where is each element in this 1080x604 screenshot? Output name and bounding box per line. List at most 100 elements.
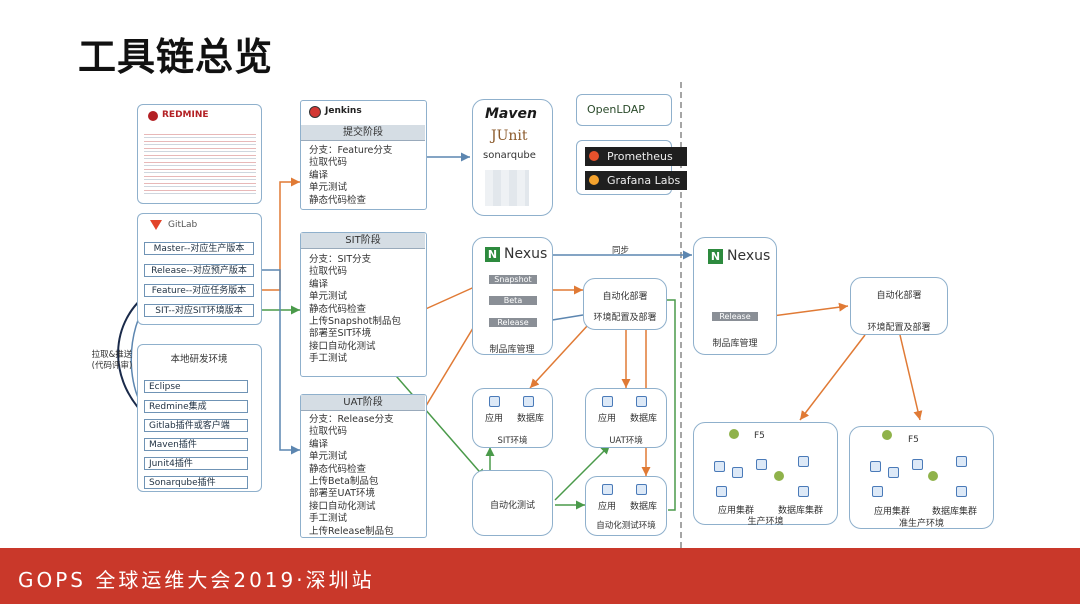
app-server-icon xyxy=(912,459,923,470)
openldap-panel: OpenLDAP xyxy=(576,94,672,126)
database-icon xyxy=(636,484,647,495)
local-env-item: Eclipse xyxy=(144,380,248,393)
prod-env-label: 生产环境 xyxy=(747,517,784,527)
sit-stage-steps: 分支：SIT分支 拉取代码 编译 单元测试 静态代码检查 上传Snapshot制… xyxy=(309,254,401,365)
uat-stage-panel: UAT阶段 分支：Release分支 拉取代码 编译 单元测试 静态代码检查 上… xyxy=(300,394,427,538)
local-env-panel: 本地研发环境 Eclipse Redmine集成 Gitlab插件或客户端 Ma… xyxy=(137,344,262,492)
grafana-icon xyxy=(589,175,599,185)
page-title: 工具链总览 xyxy=(78,35,274,79)
auto-test-panel: 自动化测试 xyxy=(472,470,553,536)
preprod-env-label: 准生产环境 xyxy=(898,519,944,529)
preprod-db-cluster: 数据库集群 xyxy=(932,507,978,517)
database-icon xyxy=(523,396,534,407)
local-env-item: Sonarqube插件 xyxy=(144,476,248,489)
uat-env-label: UAT环境 xyxy=(609,436,643,446)
branch-release[interactable]: Release--对应预产版本 xyxy=(144,264,254,277)
local-env-item: Maven插件 xyxy=(144,438,248,451)
auto-deploy-right-title: 自动化部署 xyxy=(876,291,922,301)
commit-stage-title: 提交阶段 xyxy=(301,125,425,141)
sit-stage-title: SIT阶段 xyxy=(301,233,425,249)
nexus-right-label: 制品库管理 xyxy=(712,339,758,349)
preprod-f5-label: F5 xyxy=(908,435,919,445)
prod-db-cluster: 数据库集群 xyxy=(778,506,824,516)
sonarqube-logo: sonarqube xyxy=(483,150,536,161)
prod-env-panel: F5 应用集群 数据库集群 生产环境 xyxy=(693,422,838,527)
auto-deploy-right: 自动化部署 环境配置及部署 xyxy=(850,277,948,335)
uat-stage-steps: 分支：Release分支 拉取代码 编译 单元测试 静态代码检查 上传Beta制… xyxy=(309,414,394,537)
f5-icon xyxy=(882,430,892,440)
jenkins-icon xyxy=(309,106,321,118)
app-server-icon xyxy=(602,484,613,495)
maven-logo: Maven xyxy=(485,106,537,122)
auto-deploy-left: 自动化部署 环境配置及部署 xyxy=(583,278,667,330)
nexus-beta-bar: Beta xyxy=(489,296,537,305)
preprod-env-panel: F5 应用集群 数据库集群 准生产环境 xyxy=(849,426,994,529)
uat-env-app: 应用 xyxy=(598,414,617,424)
app-server-icon xyxy=(872,486,883,497)
app-server-icon xyxy=(732,467,743,478)
local-env-item: Junit4插件 xyxy=(144,457,248,470)
app-server-icon xyxy=(489,396,500,407)
uat-env-db: 数据库 xyxy=(630,414,658,424)
redmine-screenshot xyxy=(144,131,256,197)
switch-icon xyxy=(928,471,938,481)
auto-deploy-left-title: 自动化部署 xyxy=(602,292,648,302)
nexus-left-label: 制品库管理 xyxy=(489,345,535,355)
app-server-icon xyxy=(714,461,725,472)
gitlab-icon xyxy=(150,220,162,230)
nexus-right-release-bar: Release xyxy=(712,312,758,321)
commit-stage-steps: 分支：Feature分支 拉取代码 编译 单元测试 静态代码检查 xyxy=(309,145,393,206)
prometheus-icon xyxy=(589,151,599,161)
local-env-item: Redmine集成 xyxy=(144,400,248,413)
local-env-item: Gitlab插件或客户端 xyxy=(144,419,248,432)
f5-icon xyxy=(729,429,739,439)
uat-stage-title: UAT阶段 xyxy=(301,395,425,411)
uat-env-panel: 应用 数据库 UAT环境 xyxy=(585,388,667,448)
sit-stage-panel: SIT阶段 分支：SIT分支 拉取代码 编译 单元测试 静态代码检查 上传Sna… xyxy=(300,232,427,377)
redmine-panel: REDMINE xyxy=(137,104,262,204)
openldap-logo: OpenLDAP xyxy=(587,103,645,116)
merge-label: 拉取&推送 (代码评审) xyxy=(91,350,133,371)
nexus-snapshot-bar: Snapshot xyxy=(489,275,537,284)
app-server-icon xyxy=(870,461,881,472)
commit-stage-panel: Jenkins 提交阶段 分支：Feature分支 拉取代码 编译 单元测试 静… xyxy=(300,100,427,210)
auto-test-label: 自动化测试 xyxy=(489,501,535,511)
redmine-logo: REDMINE xyxy=(162,110,209,120)
database-icon xyxy=(956,486,967,497)
gitlab-panel: GitLab Master--对应生产版本 Release--对应预产版本 Fe… xyxy=(137,213,262,325)
database-icon xyxy=(956,456,967,467)
local-env-title: 本地研发环境 xyxy=(170,354,228,365)
auto-deploy-right-subtitle: 环境配置及部署 xyxy=(867,323,931,333)
branch-master[interactable]: Master--对应生产版本 xyxy=(144,242,254,255)
auto-test-env-panel: 应用 数据库 自动化测试环境 xyxy=(585,476,667,536)
footer-text: GOPS 全球运维大会2019·深圳站 xyxy=(18,568,375,592)
prod-f5-label: F5 xyxy=(754,431,765,441)
redmine-icon xyxy=(148,111,158,121)
monitoring-panel: Prometheus Grafana Labs xyxy=(576,140,687,195)
app-server-icon xyxy=(888,467,899,478)
footer-bar xyxy=(0,548,1080,604)
auto-test-env-app: 应用 xyxy=(598,502,617,512)
preprod-app-cluster: 应用集群 xyxy=(874,507,911,517)
sit-env-db: 数据库 xyxy=(517,414,545,424)
branch-sit[interactable]: SIT--对应SIT环境版本 xyxy=(144,304,254,317)
auto-test-env-db: 数据库 xyxy=(630,502,658,512)
database-icon xyxy=(798,486,809,497)
build-tools-panel: Maven JUnit sonarqube xyxy=(472,99,553,216)
nexus-icon: N xyxy=(708,248,723,264)
database-icon xyxy=(798,456,809,467)
gitlab-logo: GitLab xyxy=(168,220,198,230)
app-server-icon xyxy=(756,459,767,470)
nexus-release-bar: Release xyxy=(489,318,537,327)
sit-env-app: 应用 xyxy=(485,414,504,424)
auto-deploy-left-subtitle: 环境配置及部署 xyxy=(593,313,657,323)
sit-env-label: SIT环境 xyxy=(497,436,528,446)
prod-app-cluster: 应用集群 xyxy=(718,506,755,516)
sync-label: 同步 xyxy=(612,246,630,256)
nexus-icon: N xyxy=(485,246,500,262)
jenkins-logo: Jenkins xyxy=(325,106,362,116)
branch-feature[interactable]: Feature--对应任务版本 xyxy=(144,284,254,297)
